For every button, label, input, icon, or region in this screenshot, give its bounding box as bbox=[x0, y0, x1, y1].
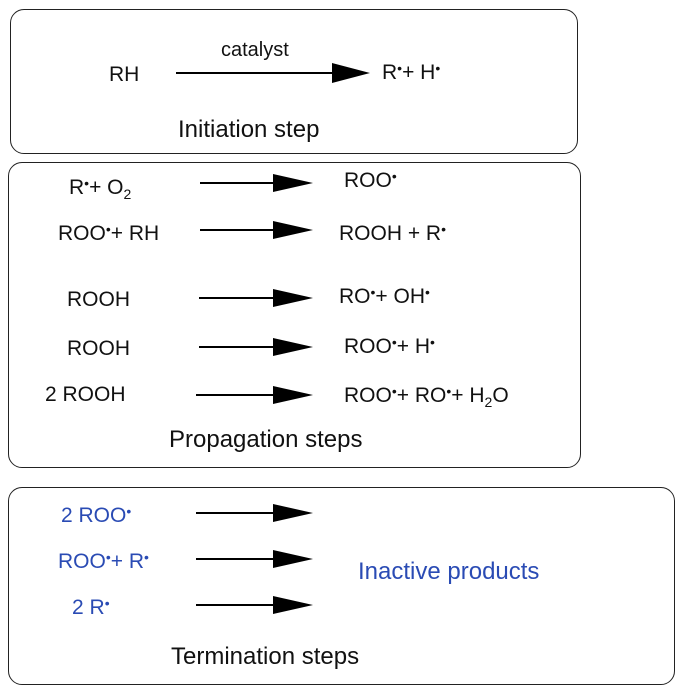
term-r2-reactants: ROO•+ R• bbox=[58, 549, 149, 573]
term-r3-reactant: 2 R• bbox=[72, 595, 110, 619]
prop-r3-products: RO•+ OH• bbox=[339, 284, 430, 308]
initiation-reactant: RH bbox=[109, 63, 140, 86]
initiation-product: R•+ H• bbox=[382, 60, 441, 84]
termination-caption: Termination steps bbox=[171, 643, 360, 670]
prop-r1-reactants: R•+ O2 bbox=[69, 175, 132, 202]
propagation-caption: Propagation steps bbox=[169, 426, 363, 453]
prop-r2-products: ROOH + R• bbox=[339, 221, 447, 245]
prop-r5-products: ROO•+ RO•+ H2O bbox=[344, 383, 509, 410]
propagation-box bbox=[8, 162, 581, 468]
term-r1-reactant: 2 ROO• bbox=[61, 503, 132, 527]
prop-r2-reactants: ROO•+ RH bbox=[58, 221, 160, 245]
initiation-box bbox=[10, 9, 578, 154]
prop-r5-reactant: 2 ROOH bbox=[45, 383, 126, 406]
termination-box bbox=[8, 487, 675, 685]
prop-r4-reactant: ROOH bbox=[67, 337, 130, 360]
prop-r3-reactant: ROOH bbox=[67, 288, 130, 311]
prop-r1-products: ROO• bbox=[344, 168, 397, 192]
initiation-catalyst-label: catalyst bbox=[221, 39, 289, 61]
prop-r4-products: ROO•+ H• bbox=[344, 334, 435, 358]
initiation-caption: Initiation step bbox=[178, 116, 320, 143]
termination-product: Inactive products bbox=[358, 558, 540, 585]
